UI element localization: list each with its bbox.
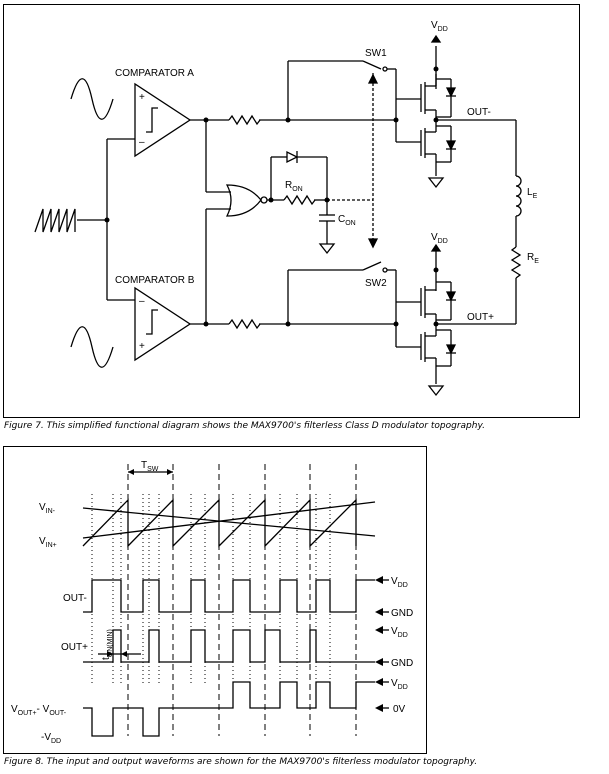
ton-label: tON(MIN) (101, 629, 114, 660)
comparator-b-label: COMPARATOR B (115, 275, 195, 286)
vin-plus-label: VIN+ (39, 536, 57, 549)
vout-diff-label: VOUT+- VOUT- (11, 704, 67, 717)
con-label: CON (338, 214, 356, 227)
vout-differential-waveform (83, 681, 375, 737)
gnd-label-2: GND (391, 658, 413, 669)
out-plus-label-fig8: OUT+ (61, 642, 88, 653)
vdd-mid-label: VDD (431, 232, 448, 245)
resistor-ron (283, 194, 316, 206)
input-sine-b (70, 326, 114, 368)
out-plus-waveform (83, 629, 375, 663)
out-minus-waveform (83, 579, 375, 613)
switch-sw2 (362, 261, 382, 271)
comparator-b (134, 286, 192, 362)
out-minus-label-fig8: OUT- (63, 593, 87, 604)
ron-label: RON (285, 180, 303, 193)
comparator-a (134, 82, 192, 158)
gnd-label-1: GND (391, 608, 413, 619)
vin-minus-label: VIN- (39, 502, 56, 515)
out-plus-label: OUT+ (467, 312, 494, 323)
vdd-label-2: VDD (391, 626, 408, 639)
vdd-label-3: VDD (391, 678, 408, 691)
switch-sw1 (362, 60, 382, 70)
figure-7-border (3, 4, 580, 418)
vin-plus-line (82, 501, 376, 539)
tsw-label: TSW (141, 460, 159, 473)
input-sine-a (70, 78, 114, 120)
zero-v-label: 0V (393, 704, 406, 715)
out-minus-label: OUT- (467, 107, 491, 118)
comparator-a-label: COMPARATOR A (115, 68, 194, 79)
neg-vdd-label: -VDD (41, 732, 61, 745)
comp-b-plus: + (139, 341, 145, 352)
figure-8-caption: Figure 8. The input and output waveforms… (4, 757, 478, 767)
ron-diode (286, 150, 299, 164)
sw1-label: SW1 (365, 48, 387, 59)
sw2-label: SW2 (365, 278, 387, 289)
sawtooth-source (34, 208, 76, 233)
sawtooth-wave (82, 498, 357, 548)
re-label: RE (527, 252, 539, 265)
vdd-top-label: VDD (431, 20, 448, 33)
figure-7-caption: Figure 7. This simplified functional dia… (4, 421, 485, 431)
vdd-label-1: VDD (391, 576, 408, 589)
nor-gate (225, 184, 262, 217)
resistor-re (510, 246, 522, 279)
le-label: LE (527, 187, 538, 200)
resistor-a (228, 114, 261, 126)
comp-b-minus: – (139, 296, 145, 307)
figure-7-schematic: VDD SW1 COMPARATOR A COMPARATOR B + – – … (3, 4, 580, 418)
comp-a-plus: + (139, 92, 145, 103)
comp-a-minus: – (139, 137, 145, 148)
vin-minus-line (82, 507, 376, 537)
period-dashed-lines (127, 464, 357, 736)
inductor-le (515, 175, 522, 217)
figure-8-waveforms: TSW VIN- VIN+ OUT- OUT+ tON(MIN) VDD GND… (3, 446, 427, 754)
resistor-b (228, 318, 261, 330)
figure-8-border (3, 446, 427, 754)
